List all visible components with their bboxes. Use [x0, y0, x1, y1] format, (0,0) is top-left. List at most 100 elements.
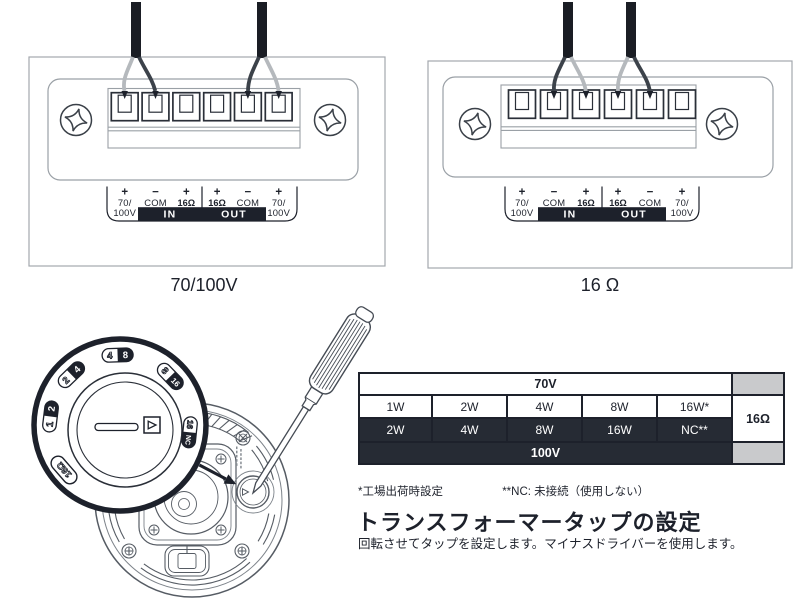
cable-clamp [164, 545, 210, 577]
cell-100v: 16W [581, 417, 658, 443]
terminal-sign: − [152, 187, 159, 199]
corner-cell [731, 372, 786, 396]
tap-low: 4 [107, 351, 113, 362]
header-70v: 70V [357, 372, 734, 396]
terminal-sign: − [551, 187, 558, 199]
terminal-legend: IN OUT + 70/ 100V − COM + 16Ω + 16Ω − CO… [106, 186, 298, 222]
row-70v-header: 70V [357, 372, 786, 396]
tap-high: 8 [123, 350, 129, 361]
tap-position: 4 8 [101, 347, 134, 363]
row-70v-values: 1W 2W 4W 8W 16W* 16Ω [358, 394, 786, 443]
cell-100v: 4W [431, 417, 508, 443]
terminal-label: 70/ [272, 197, 286, 208]
terminal-row [110, 91, 293, 122]
terminal [172, 91, 201, 122]
speaker-cable [550, 2, 590, 99]
wire-arrow-icon [614, 91, 622, 99]
impedance-cell: 16Ω [731, 394, 786, 443]
cell-70v: 4W [506, 394, 583, 419]
tap-position: 2 4 [57, 361, 86, 389]
wire-arrow-icon [582, 91, 590, 99]
wire-arrow-icon [550, 91, 558, 99]
corner-cell [731, 441, 786, 465]
wire-arrow-icon [275, 91, 282, 99]
cell-100v: 8W [506, 417, 583, 443]
rim-slots [108, 445, 276, 586]
terminal-label: COM [237, 197, 259, 208]
row-100v-header: 100V [357, 441, 786, 465]
terminal-sign: − [647, 187, 654, 199]
panel-caption: 70/100V [170, 275, 237, 295]
header-100v: 100V [357, 441, 734, 465]
wire-arrow-icon [646, 91, 654, 99]
terminal-label: COM [144, 197, 166, 208]
footnotes: *工場出荷時設定 **NC: 未接続（使用しない） [358, 483, 649, 499]
section-body: 回転させてタップを設定します。マイナスドライバーを使用します。 [358, 537, 743, 551]
speaker-cable [244, 2, 282, 99]
panel-caption: 16 Ω [581, 275, 619, 295]
terminal-label: COM [639, 197, 661, 208]
tap-settings-table: 70V 1W 2W 4W 8W 16W* 16Ω 2W 4W 8W 16W NC… [357, 372, 786, 465]
in-label: IN [564, 209, 577, 221]
footnote-nc: **NC: 未接続（使用しない） [502, 486, 650, 498]
footnote-factory: *工場出荷時設定 [358, 486, 443, 498]
terminal-sign: + [615, 187, 622, 199]
cell-70v: 1W [358, 394, 433, 419]
terminal [141, 91, 170, 122]
terminal [667, 89, 697, 120]
out-label: OUT [221, 209, 247, 221]
terminal-label: 70/ [515, 197, 529, 208]
tap-low: 1 [45, 420, 57, 427]
screwdriver-cap [355, 306, 375, 323]
terminal-label: 70/ [675, 197, 689, 208]
wire-arrow-icon [152, 91, 159, 99]
terminal-sign: + [583, 187, 590, 199]
dial-mark-icon [242, 487, 250, 497]
terminal-sign: + [519, 187, 526, 199]
tap-high: NC [183, 434, 191, 445]
terminal-sign: + [121, 187, 128, 199]
tap-high: 2 [46, 406, 58, 413]
terminal-label: 100V [511, 207, 534, 218]
terminal-label: 16Ω [609, 198, 627, 208]
terminal-label: COM [543, 197, 565, 208]
cell-70v: 8W [581, 394, 658, 419]
row-100v-values: 2W 4W 8W 16W NC** [358, 417, 784, 443]
terminal-sign: + [183, 187, 190, 199]
in-label: IN [164, 209, 177, 221]
panel-70-100v: IN OUT + 70/ 100V − COM + 16Ω + 16Ω − CO… [28, 2, 386, 295]
panel-16ohm: IN OUT + 70/ 100V − COM + 16Ω + 16Ω − CO… [427, 2, 793, 295]
terminal-label: 16Ω [178, 198, 196, 208]
wire-arrow-icon [121, 91, 128, 99]
cell-70v: 16W* [655, 394, 734, 419]
terminal-label: 70/ [118, 197, 132, 208]
out-label: OUT [621, 209, 647, 221]
terminal-sign: − [245, 187, 252, 199]
terminal-legend: IN OUT + 70/ 100V − COM + 16Ω + 16Ω − CO… [504, 186, 700, 222]
tap-position: 16 NC [181, 416, 198, 449]
tap-low: 16 [185, 420, 195, 430]
wire-arrow-icon [244, 91, 252, 99]
tap-position: 8 16 [156, 362, 184, 391]
section-heading: トランスフォーマータップの設定 [357, 510, 702, 535]
tap-position: 1 2 [42, 400, 59, 433]
terminal [507, 89, 537, 120]
terminal-label: 100V [113, 207, 136, 218]
cell-70v: 2W [431, 394, 508, 419]
terminal-label: 100V [671, 207, 694, 218]
knob-slot [94, 422, 139, 432]
dial-impedance-label: 16Ω [50, 455, 78, 485]
dial-knob[interactable] [94, 416, 161, 434]
speaker-cable [121, 2, 159, 99]
screwdriver [251, 306, 375, 495]
pointer-arrow-icon [198, 463, 237, 485]
dial-magnifier: 1 2 2 4 4 8 8 16 16 NC [31, 336, 209, 514]
terminal-label: 16Ω [577, 198, 595, 208]
tap-high: 4 [72, 364, 84, 376]
body-screws [121, 430, 251, 559]
cell-100v: NC** [655, 417, 734, 443]
terminal-sign: + [679, 187, 686, 199]
terminal-label: 16Ω [208, 198, 226, 208]
